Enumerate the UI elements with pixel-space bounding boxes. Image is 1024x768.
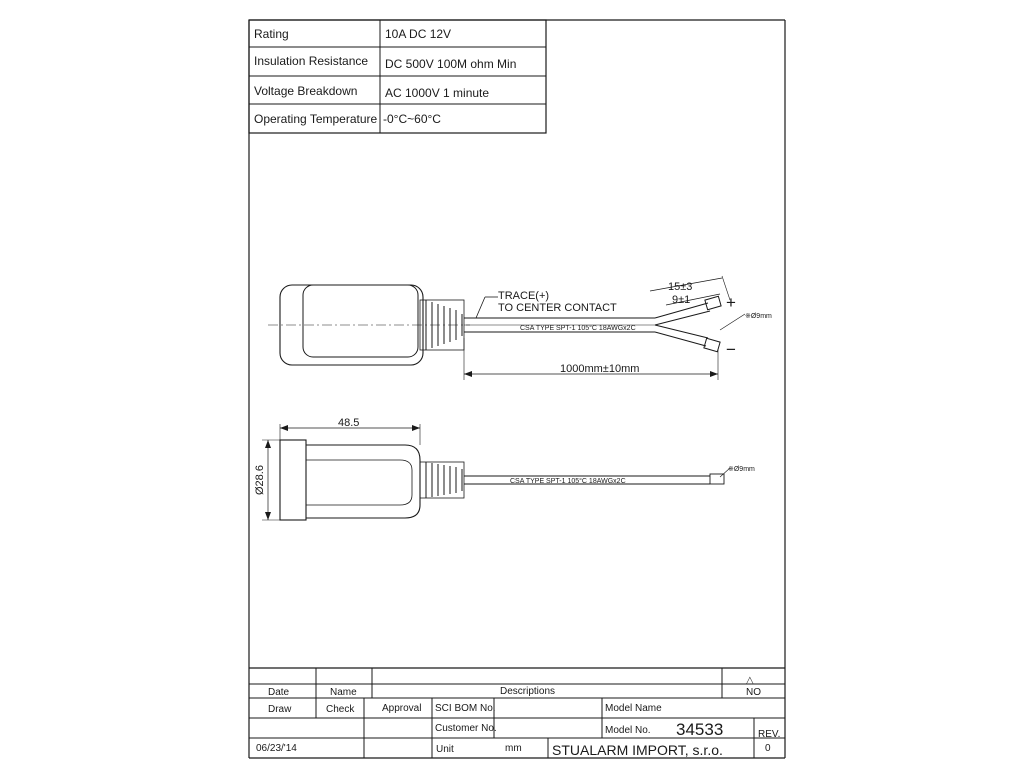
top-view: CSA TYPE SPT-1 105°C 18AWGx2C TRACE(+) T…: [268, 275, 772, 380]
side-view: CSA TYPE SPT-1 105°C 18AWGx2C ※Ø9mm 48.5…: [254, 417, 755, 521]
strain-relief-side: [419, 461, 465, 499]
dim-strip-outer: 15±3: [668, 281, 692, 293]
spec-value-rating: 10A DC 12V: [385, 27, 451, 41]
tb-unit-value: mm: [505, 743, 522, 754]
tb-model-no-label: Model No.: [605, 725, 651, 736]
spec-value-breakdown: AC 1000V 1 minute: [385, 86, 489, 100]
trace-label-2: TO CENTER CONTACT: [498, 302, 617, 314]
sheet-border: [248, 19, 786, 758]
tb-col-name: Name: [330, 687, 357, 698]
tb-rev-value: 0: [765, 743, 771, 754]
cable-print-side: CSA TYPE SPT-1 105°C 18AWGx2C: [510, 477, 626, 485]
dim-strip-inner: 9±1: [672, 294, 690, 306]
sensor-body-side: [306, 444, 421, 519]
spec-label-rating: Rating: [254, 27, 289, 41]
plus-symbol: +: [726, 293, 736, 312]
tb-rev-label: REV.: [758, 729, 780, 740]
sensor-cap-side: [279, 439, 307, 521]
tb-sci-bom: SCI BOM No.: [435, 703, 496, 714]
spec-value-insulation: DC 500V 100M ohm Min: [385, 57, 516, 71]
tb-col-date: Date: [268, 687, 290, 698]
tb-model-no-value: 34533: [676, 720, 723, 739]
tb-approval: Approval: [382, 703, 421, 714]
revision-triangle-icon: △: [746, 675, 754, 686]
title-block: △ Date Name Descriptions NO Draw Check A…: [249, 667, 785, 759]
tb-company: STUALARM IMPORT, s.r.o.: [552, 742, 723, 758]
tb-draw: Draw: [268, 704, 292, 715]
tb-col-descriptions: Descriptions: [500, 686, 555, 697]
spec-value-temperature: -0°C~60°C: [383, 112, 441, 126]
spec-label-insulation: Insulation Resistance: [254, 54, 368, 68]
dim-diameter: Ø28.6: [254, 465, 266, 495]
trace-label: TRACE(+): [498, 290, 549, 302]
tb-date-value: 06/23/'14: [256, 743, 297, 754]
sensor-inner-top: [302, 284, 419, 358]
cable-top: [464, 295, 722, 353]
dim-wire-top: ※Ø9mm: [745, 313, 772, 320]
cable-print-top: CSA TYPE SPT-1 105°C 18AWGx2C: [520, 324, 636, 332]
spec-label-temperature: Operating Temperature: [254, 112, 378, 126]
dim-wire-side: ※Ø9mm: [728, 466, 755, 473]
strain-relief-top: [419, 299, 465, 351]
tb-unit-label: Unit: [436, 744, 454, 755]
spec-label-breakdown: Voltage Breakdown: [254, 84, 357, 98]
tb-model-name-label: Model Name: [605, 703, 662, 714]
tb-col-no: NO: [746, 687, 761, 698]
dim-length: 1000mm±10mm: [560, 363, 639, 375]
spec-table: Rating 10A DC 12V Insulation Resistance …: [248, 19, 547, 134]
minus-symbol: −: [726, 340, 736, 359]
dim-width: 48.5: [338, 417, 359, 429]
tb-customer-no: Customer No.: [435, 723, 497, 734]
tb-check: Check: [326, 704, 355, 715]
